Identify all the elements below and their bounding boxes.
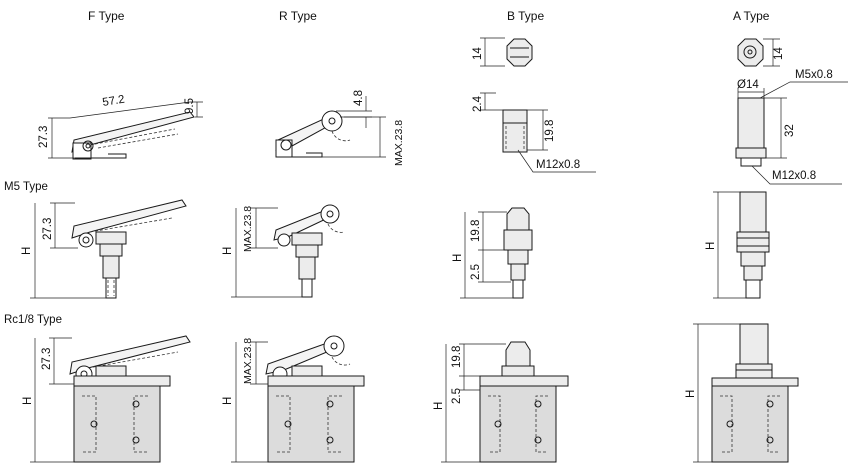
rc18-r-max-label: MAX.23.8 [242,338,254,384]
m5-r-type-drawing [231,204,345,298]
m5-f-height-label: 27.3 [42,218,54,240]
m5-b-gap-label: 2.5 [470,264,482,280]
header-f-type: F Type [88,9,125,23]
r-max-label: MAX.23.8 [393,120,405,166]
m5-b-h-label: H [452,254,464,262]
a-hex-label: 14 [773,47,785,60]
a-thread-bottom-label: M12x0.8 [772,170,816,182]
m5-b-type-drawing [460,207,533,299]
rc18-r-type-drawing [231,335,365,463]
b-body-label: 19.8 [544,120,556,142]
m5-f-type-drawing [30,199,187,299]
rc18-b-gap-label: 2.5 [451,388,463,404]
b-thread-label: M12x0.8 [536,159,580,171]
row-label-m5: M5 Type [4,181,48,193]
rc18-f-type-drawing [30,335,191,463]
rc18-a-h-label: H [685,390,697,398]
header-a-type: A Type [733,9,770,23]
rc18-r-h-label: H [222,397,234,405]
a-type-head-drawing [735,38,848,185]
a-diameter-label: Ø14 [737,79,759,91]
header-r-type: R Type [279,9,317,23]
r-offset-label: 4.8 [353,90,365,106]
m5-a-h-label: H [705,242,717,250]
m5-a-type-drawing [713,191,770,299]
a-length-label: 32 [784,124,796,137]
header-b-type: B Type [507,9,544,23]
m5-r-max-label: MAX.23.8 [242,206,254,252]
f-length-label: 57.2 [102,94,126,109]
f-type-lever-drawing [48,101,203,160]
b-type-head-drawing [480,37,596,173]
rc18-b-body-label: 19.8 [451,346,463,368]
rc18-f-h-label: H [22,397,34,405]
b-gap-label: 2.4 [472,95,484,112]
rc18-f-height-label: 27.3 [41,348,53,370]
a-thread-top-label: M5x0.8 [795,69,833,81]
f-tip-label: 9.5 [184,98,196,114]
rc18-b-h-label: H [433,402,445,410]
f-height-label: 27.3 [38,126,50,148]
b-hex-label: 14 [472,47,484,60]
m5-r-h-label: H [222,247,234,255]
m5-f-h-label: H [21,247,33,255]
r-type-lever-drawing [275,96,386,158]
row-label-rc18: Rc1/8 Type [4,314,62,326]
rc18-a-type-drawing [693,323,799,463]
m5-b-body-label: 19.8 [470,220,482,242]
rc18-b-type-drawing [441,341,569,463]
